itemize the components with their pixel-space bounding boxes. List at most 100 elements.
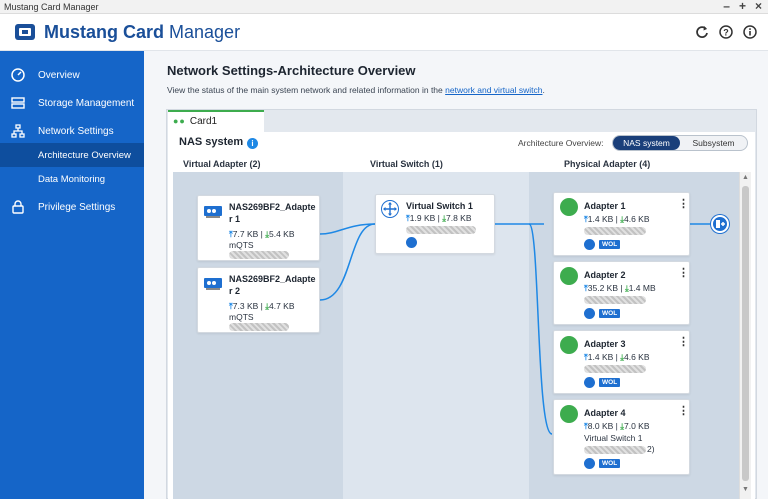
more-options-icon[interactable]: ⋮ <box>678 198 689 210</box>
architecture-panel: ●●Card1 NAS system i Architecture Overvi… <box>166 109 757 499</box>
physical-adapter-card-1[interactable]: Adapter 1 ⋮ ⤒1.4 KB | ⤓4.6 KB WOL <box>553 192 690 256</box>
architecture-toggle: NAS system Subsystem <box>612 135 748 151</box>
sidebar-item-label: Privilege Settings <box>38 201 116 213</box>
globe-icon <box>584 377 595 388</box>
redacted-ip <box>229 251 289 259</box>
app-title: Mustang Card Manager <box>44 22 241 42</box>
sidebar-item-architecture-overview[interactable]: Architecture Overview <box>0 143 144 167</box>
download-icon: ⤓ <box>265 301 269 311</box>
globe-icon <box>584 239 595 250</box>
download-icon: ⤓ <box>620 352 624 362</box>
tab-card1[interactable]: ●●Card1 <box>168 110 264 132</box>
sidebar-item-data-monitoring[interactable]: Data Monitoring <box>0 167 144 191</box>
scrollbar[interactable]: ▲ ▼ <box>739 172 751 499</box>
redacted-ip <box>584 227 646 235</box>
redacted-ip <box>406 226 476 234</box>
close-icon[interactable]: × <box>754 0 762 13</box>
download-icon: ⤓ <box>620 214 624 224</box>
scroll-up-icon[interactable]: ▲ <box>742 174 749 181</box>
more-options-icon[interactable]: ⋮ <box>678 405 689 417</box>
physical-adapter-header: Physical Adapter (4) <box>564 159 651 169</box>
app-logo-icon <box>15 24 35 40</box>
switch-icon <box>381 200 399 218</box>
wol-badge: WOL <box>599 378 621 387</box>
lock-icon <box>12 200 24 214</box>
download-icon: ⤓ <box>265 229 269 239</box>
upload-icon: ⤒ <box>229 301 233 311</box>
page-description: View the status of the main system netwo… <box>167 85 545 95</box>
architecture-overview-label: Architecture Overview: <box>518 138 604 148</box>
adapter-port-icon <box>560 336 578 354</box>
main-content: Network Settings-Architecture Overview V… <box>144 51 768 499</box>
adapter-port-icon <box>560 198 578 216</box>
storage-icon <box>11 97 25 109</box>
physical-adapter-card-4[interactable]: Adapter 4 ⋮ ⤒8.0 KB | ⤓7.0 KB Virtual Sw… <box>553 399 690 475</box>
status-dots-icon: ●● <box>173 116 186 126</box>
os-title-bar: Mustang Card Manager – + × <box>0 0 768 14</box>
upload-icon: ⤒ <box>584 352 588 362</box>
connection-lines <box>319 223 711 435</box>
sidebar-item-overview[interactable]: Overview <box>0 62 144 88</box>
more-options-icon[interactable]: ⋮ <box>678 336 689 348</box>
upload-icon: ⤒ <box>229 229 233 239</box>
network-icon <box>11 124 25 138</box>
info-icon[interactable]: i <box>247 138 258 149</box>
physical-adapter-card-3[interactable]: Adapter 3 ⋮ ⤒1.4 KB | ⤓4.6 KB WOL <box>553 330 690 394</box>
globe-icon <box>406 237 417 248</box>
virtual-adapter-header: Virtual Adapter (2) <box>183 159 261 169</box>
refresh-icon[interactable] <box>694 24 710 40</box>
sidebar-item-label: Data Monitoring <box>38 173 106 185</box>
network-virtual-switch-link[interactable]: network and virtual switch <box>445 85 543 95</box>
network-card-icon <box>204 278 222 290</box>
adapter-port-icon <box>560 405 578 423</box>
os-window-title: Mustang Card Manager <box>4 2 99 12</box>
external-network-port-icon[interactable] <box>711 215 729 233</box>
wol-badge: WOL <box>599 459 621 468</box>
network-card-icon <box>204 206 222 218</box>
sidebar-item-label: Architecture Overview <box>38 149 131 161</box>
sidebar-item-privilege-settings[interactable]: Privilege Settings <box>0 194 144 220</box>
upload-icon: ⤒ <box>584 214 588 224</box>
download-icon: ⤓ <box>620 421 624 431</box>
virtual-switch-card[interactable]: Virtual Switch 1 ⤒1.9 KB | ⤓7.8 KB <box>375 194 495 254</box>
globe-icon <box>584 308 595 319</box>
subsystem-option[interactable]: Subsystem <box>692 138 735 148</box>
page-title: Network Settings-Architecture Overview <box>167 63 416 78</box>
sidebar-item-storage-management[interactable]: Storage Management <box>0 90 144 116</box>
gauge-icon <box>11 68 25 82</box>
maximize-icon[interactable]: + <box>738 0 746 13</box>
nas-system-option[interactable]: NAS system <box>613 136 680 150</box>
sidebar-item-network-settings[interactable]: Network Settings <box>0 118 144 144</box>
app-header: Mustang Card Manager ? <box>0 14 768 51</box>
wol-badge: WOL <box>599 309 621 318</box>
minimize-icon[interactable]: – <box>723 0 730 13</box>
virtual-switch-header: Virtual Switch (1) <box>370 159 443 169</box>
sidebar: Overview Storage Management Network Sett… <box>0 51 144 499</box>
sidebar-item-label: Storage Management <box>38 97 135 109</box>
more-options-icon[interactable]: ⋮ <box>678 267 689 279</box>
scroll-down-icon[interactable]: ▼ <box>742 486 749 493</box>
download-icon: ⤓ <box>442 213 446 223</box>
info-icon[interactable] <box>742 24 758 40</box>
download-icon: ⤓ <box>624 283 629 293</box>
redacted-ip <box>584 446 646 454</box>
redacted-ip <box>584 296 646 304</box>
help-icon[interactable]: ? <box>718 24 734 40</box>
sidebar-item-label: Network Settings <box>38 125 114 137</box>
nas-system-title: NAS system <box>179 136 244 148</box>
upload-icon: ⤒ <box>584 283 588 293</box>
adapter-port-icon <box>560 267 578 285</box>
redacted-ip <box>229 323 289 331</box>
wol-badge: WOL <box>599 240 621 249</box>
upload-icon: ⤒ <box>406 213 410 223</box>
globe-icon <box>584 458 595 469</box>
svg-text:?: ? <box>723 28 729 38</box>
redacted-ip <box>584 365 646 373</box>
upload-icon: ⤒ <box>584 421 588 431</box>
sidebar-item-label: Overview <box>38 69 80 81</box>
scroll-thumb[interactable] <box>742 186 749 481</box>
physical-adapter-card-2[interactable]: Adapter 2 ⋮ ⤒35.2 KB | ⤓1.4 MB WOL <box>553 261 690 325</box>
